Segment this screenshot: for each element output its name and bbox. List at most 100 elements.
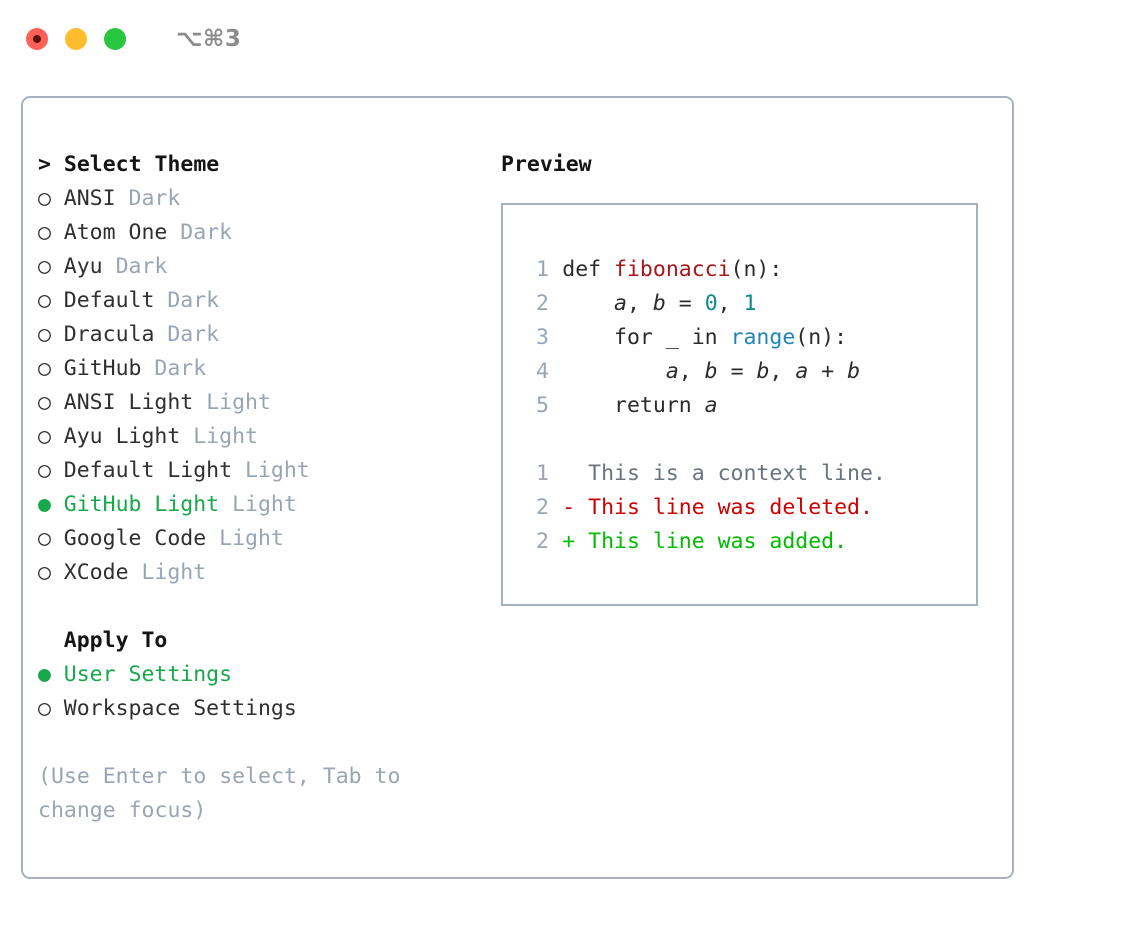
- theme-item-category: Dark: [102, 254, 168, 279]
- code-line-number: 3: [535, 325, 549, 350]
- theme-item-category: Light: [180, 424, 258, 449]
- theme-item-category: Dark: [154, 288, 220, 313]
- radio-selected-icon: ●: [38, 662, 64, 687]
- code-line: 2 a, b = 0, 1: [521, 287, 976, 321]
- code-token-var: a: [614, 291, 627, 316]
- code-token-plain: +: [808, 359, 848, 384]
- code-token-var: b: [652, 291, 666, 316]
- theme-item-default-light[interactable]: ○ Default Light Light: [38, 454, 478, 488]
- theme-item-github[interactable]: ○ GitHub Dark: [38, 352, 478, 386]
- radio-unselected-icon: ○: [38, 254, 64, 279]
- diff-line-deleted: 2- This line was deleted.: [521, 491, 976, 525]
- theme-item-xcode[interactable]: ○ XCode Light: [38, 556, 478, 590]
- theme-item-ansi-light[interactable]: ○ ANSI Light Light: [38, 386, 478, 420]
- theme-item-category: Dark: [141, 356, 207, 381]
- radio-unselected-icon: ○: [38, 220, 64, 245]
- spacer-row: [38, 590, 478, 624]
- apply-to-item-user-settings[interactable]: ● User Settings: [38, 658, 478, 692]
- radio-unselected-icon: ○: [38, 424, 64, 449]
- theme-item-label: GitHub Light: [63, 492, 220, 517]
- radio-unselected-icon: ○: [38, 356, 64, 381]
- theme-item-ansi[interactable]: ○ ANSI Dark: [38, 182, 478, 216]
- keyboard-shortcut-label: ⌥⌘3: [176, 26, 242, 52]
- theme-item-google-code[interactable]: ○ Google Code Light: [38, 522, 478, 556]
- select-theme-header-label: Select Theme: [63, 152, 220, 177]
- code-token-var: a: [704, 393, 718, 418]
- diff-line-text: This line was added.: [588, 529, 848, 554]
- code-token-num: 1: [743, 291, 757, 316]
- code-line-number: 4: [535, 359, 549, 384]
- code-token-plain: (n):: [730, 257, 783, 282]
- theme-item-category: Light: [232, 458, 310, 483]
- diff-line-added: 2 + This line was added.: [521, 525, 976, 559]
- code-line-number: 1: [535, 257, 549, 282]
- minimize-button[interactable]: [65, 28, 87, 50]
- radio-unselected-icon: ○: [38, 560, 64, 585]
- theme-item-ayu[interactable]: ○ Ayu Dark: [38, 250, 478, 284]
- theme-selection-column: > Select Theme ○ ANSI Dark○ Atom One Dar…: [38, 148, 478, 828]
- theme-item-dracula[interactable]: ○ Dracula Dark: [38, 318, 478, 352]
- close-button[interactable]: [26, 28, 48, 50]
- hint-line-2: change focus): [38, 798, 207, 823]
- theme-item-label: GitHub: [63, 356, 142, 381]
- apply-to-list: ● User Settings○ Workspace Settings: [38, 658, 478, 726]
- apply-to-item-label: Workspace Settings: [63, 696, 297, 721]
- apply-to-header: Apply To: [38, 624, 478, 658]
- diff-sample: 1 This is a context line.2- This line wa…: [521, 457, 976, 559]
- radio-unselected-icon: ○: [38, 186, 64, 211]
- code-token-var: b: [756, 359, 770, 384]
- theme-item-github-light[interactable]: ● GitHub Light Light: [38, 488, 478, 522]
- diff-line-number: 1: [535, 461, 549, 486]
- code-token-var: a: [795, 359, 809, 384]
- preview-title: Preview: [501, 152, 592, 177]
- theme-item-label: ANSI Light: [63, 390, 194, 415]
- maximize-button[interactable]: [104, 28, 126, 50]
- code-token-plain: ,: [627, 291, 653, 316]
- radio-unselected-icon: ○: [38, 458, 64, 483]
- code-line: 3 for _ in range(n):: [521, 321, 976, 355]
- code-token-call: range: [730, 325, 796, 350]
- theme-item-atom-one[interactable]: ○ Atom One Dark: [38, 216, 478, 250]
- radio-unselected-icon: ○: [38, 390, 64, 415]
- main-panel: > Select Theme ○ ANSI Dark○ Atom One Dar…: [21, 96, 1014, 879]
- code-token-plain: [562, 291, 614, 316]
- theme-item-label: XCode: [63, 560, 129, 585]
- radio-unselected-icon: ○: [38, 526, 64, 551]
- code-token-plain: def: [562, 257, 615, 282]
- spacer-row-2: [38, 726, 478, 760]
- theme-item-label: Dracula: [63, 322, 155, 347]
- theme-item-label: Google Code: [63, 526, 207, 551]
- theme-item-label: Default Light: [63, 458, 233, 483]
- theme-item-category: Light: [206, 526, 284, 551]
- radio-unselected-icon: ○: [38, 322, 64, 347]
- code-token-var: b: [704, 359, 718, 384]
- code-line: 5 return a: [521, 389, 976, 423]
- code-token-plain: ,: [769, 359, 796, 384]
- diff-line-number: 2: [535, 529, 549, 554]
- code-token-plain: (n):: [795, 325, 848, 350]
- theme-item-category: Light: [193, 390, 271, 415]
- theme-list: ○ ANSI Dark○ Atom One Dark○ Ayu Dark○ De…: [38, 182, 478, 590]
- radio-selected-icon: ●: [38, 492, 64, 517]
- code-token-plain: [562, 359, 666, 384]
- apply-to-item-workspace-settings[interactable]: ○ Workspace Settings: [38, 692, 478, 726]
- apply-to-item-label: User Settings: [63, 662, 233, 687]
- theme-item-category: Light: [128, 560, 207, 585]
- code-token-num: 0: [704, 291, 718, 316]
- theme-item-category: Dark: [154, 322, 220, 347]
- code-token-plain: ,: [678, 359, 705, 384]
- theme-item-default[interactable]: ○ Default Dark: [38, 284, 478, 318]
- select-theme-header: > Select Theme: [38, 148, 478, 182]
- focus-caret-icon: >: [38, 152, 64, 177]
- theme-item-category: Dark: [115, 186, 181, 211]
- diff-spacer: [521, 423, 976, 457]
- diff-sign: [562, 461, 588, 486]
- code-token-var: b: [847, 359, 861, 384]
- diff-sign: -: [562, 495, 589, 520]
- diff-sign: +: [562, 529, 589, 554]
- theme-item-ayu-light[interactable]: ○ Ayu Light Light: [38, 420, 478, 454]
